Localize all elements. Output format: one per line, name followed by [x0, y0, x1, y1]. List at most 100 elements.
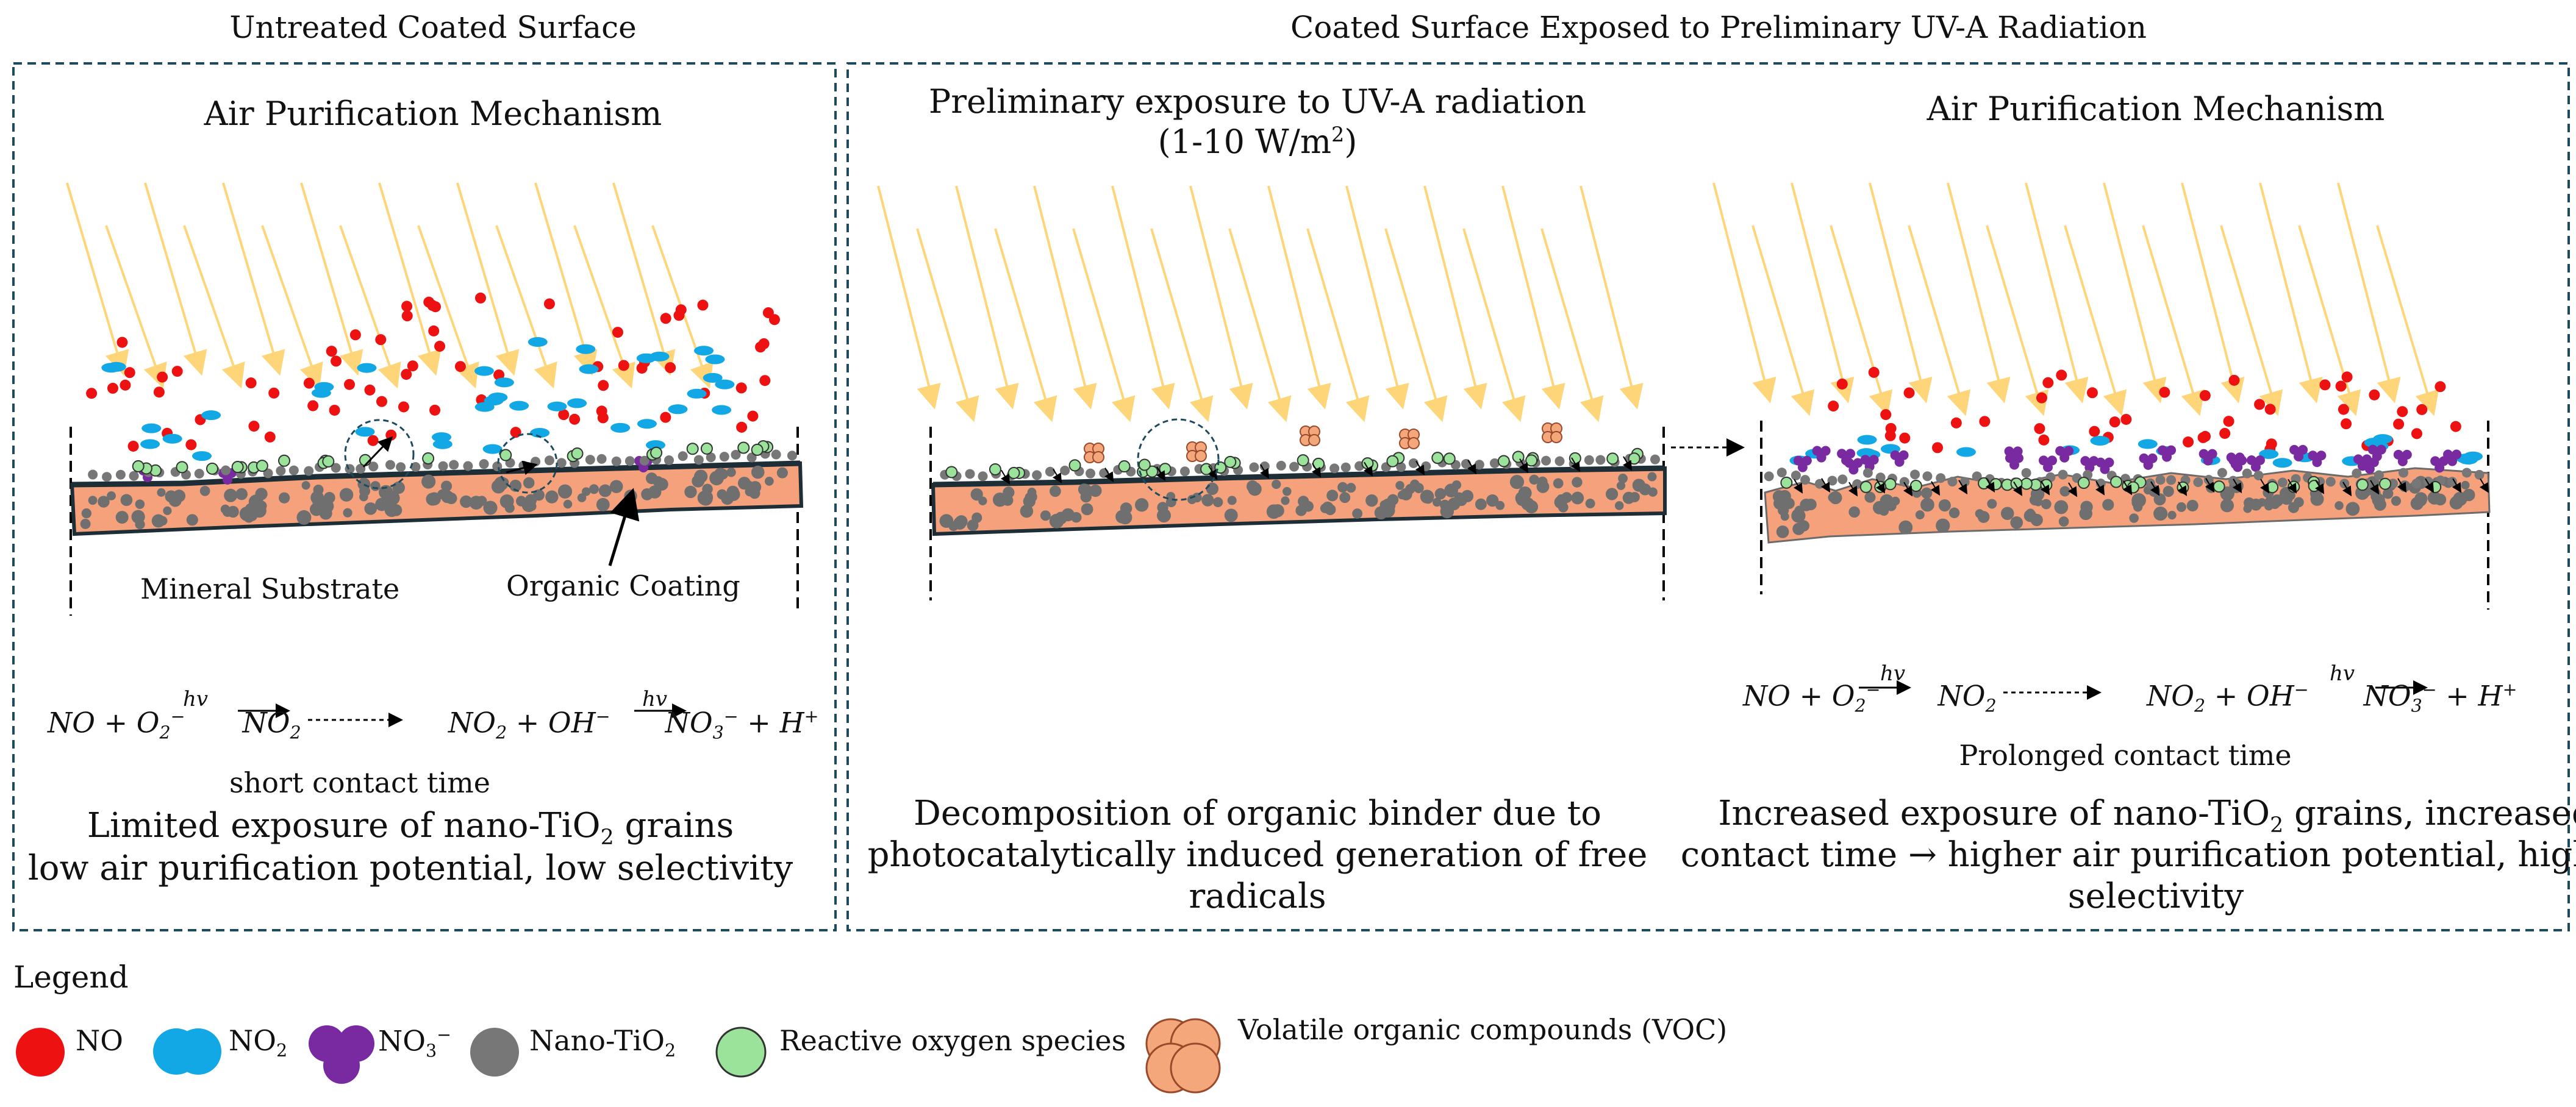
no-molecule	[636, 362, 648, 374]
no2-molecule	[482, 444, 503, 454]
no-molecule	[434, 341, 446, 352]
substrate-grain	[1639, 483, 1651, 496]
no-molecule	[2369, 389, 2380, 400]
no-molecule	[2197, 432, 2209, 443]
no-molecule	[2159, 386, 2170, 398]
decomposition-line-2: photocatalytically induced generation of…	[867, 835, 1648, 875]
no-molecule	[2038, 434, 2050, 446]
uv-ray	[2142, 225, 2205, 416]
no2-molecule	[693, 346, 714, 356]
surface-arrow	[1958, 480, 1968, 495]
substrate-grain	[1447, 497, 1461, 511]
substrate-grain	[523, 477, 535, 489]
substrate-grain	[582, 487, 591, 496]
tio2-grain	[304, 466, 314, 476]
ros-particle	[256, 460, 268, 472]
no-molecule	[747, 410, 759, 422]
tio2-grain	[1421, 461, 1431, 471]
substrate-grain	[589, 484, 599, 494]
ros-particle	[1159, 463, 1172, 475]
coating-pointer-arrow	[608, 488, 640, 566]
tio2-grain	[596, 454, 607, 464]
tio2-grain	[771, 449, 781, 460]
substrate-grain	[421, 474, 436, 489]
substrate-grain	[255, 488, 268, 500]
no-molecule	[759, 375, 771, 386]
substrate-grain	[751, 465, 765, 479]
no-molecule	[326, 346, 337, 357]
no-molecule	[2086, 387, 2098, 399]
substrate-grain	[81, 508, 91, 519]
substrate-grain	[1647, 472, 1657, 482]
substrate-grain	[323, 491, 335, 504]
substrate-grain	[1157, 502, 1168, 513]
surface-arrow	[1570, 457, 1581, 472]
substrate-grain	[1529, 474, 1539, 485]
substrate-grain	[1423, 494, 1434, 504]
substrate-grain	[2054, 500, 2069, 514]
surface-arrow	[1985, 478, 1995, 493]
equation-hv-label-4: hv	[2330, 661, 2355, 686]
no3-molecule	[2139, 453, 2158, 470]
substrate-grain	[357, 477, 371, 491]
no-molecule	[597, 412, 609, 424]
substrate-grain	[1227, 496, 1237, 505]
tio2-grain	[1800, 475, 1811, 485]
uv-ray	[2259, 182, 2323, 404]
substrate-grain	[764, 477, 774, 486]
legend-no-symbol	[16, 1028, 65, 1077]
tio2-grain	[731, 449, 741, 460]
ros-particle	[2308, 480, 2320, 493]
substrate-grain	[953, 516, 967, 530]
substrate-grain	[1486, 494, 1499, 507]
no-molecule	[2183, 436, 2194, 448]
substrate-grain	[1337, 482, 1348, 493]
tio2-grain	[611, 456, 621, 466]
substrate-grain	[1585, 498, 1595, 508]
no-molecule	[303, 377, 315, 389]
substrate-grain	[2080, 500, 2093, 513]
uv-ray	[456, 182, 520, 376]
tio2-grain	[556, 458, 567, 468]
substrate-grain	[749, 481, 762, 493]
tio2-grain	[194, 468, 204, 479]
no-molecule	[329, 404, 340, 416]
no-molecule	[2199, 390, 2211, 401]
uv-ray	[495, 225, 557, 389]
uv-ray	[1267, 185, 1331, 410]
equation-no2-to-no3: NO2 + OH−NO3− + H+	[448, 706, 819, 743]
substrate-grain	[1080, 491, 1092, 503]
substrate-grain	[235, 488, 248, 500]
substrate-grain	[609, 480, 623, 493]
substrate-grain	[445, 492, 457, 505]
uv-rays-middle	[877, 185, 1644, 422]
uv-ray	[105, 225, 167, 389]
substrate-grain	[426, 493, 439, 506]
substrate-grain	[970, 488, 983, 501]
no2-molecule	[432, 439, 453, 449]
no2-molecule	[530, 428, 550, 438]
ros-particle	[1884, 478, 1897, 491]
no-molecule	[127, 440, 139, 452]
left-panel-header: Untreated Coated Surface	[229, 10, 637, 45]
no-molecule	[1899, 432, 1911, 444]
no-molecule	[86, 388, 98, 399]
substrate-grain	[135, 499, 145, 509]
substrate-grain	[310, 491, 324, 505]
no2-molecule	[140, 439, 160, 449]
surface-arrow	[2287, 479, 2297, 494]
substrate-grain	[186, 514, 198, 526]
substrate-grain	[978, 496, 987, 505]
substrate-grain	[1352, 508, 1363, 519]
substrate-grain	[1556, 494, 1566, 504]
substrate-grain	[301, 481, 310, 490]
uv-ray	[1462, 228, 1526, 422]
substrate-grain	[2163, 486, 2174, 497]
substrate-grain	[115, 511, 129, 524]
substrate-grain	[1266, 504, 1281, 519]
no2-molecule	[162, 433, 182, 444]
tio2-grain	[1764, 471, 1774, 482]
tio2-grain	[544, 455, 554, 466]
result-line-1: Increased exposure of nano-TiO2 grains, …	[1718, 794, 2576, 838]
substrate-grain	[2220, 499, 2234, 513]
